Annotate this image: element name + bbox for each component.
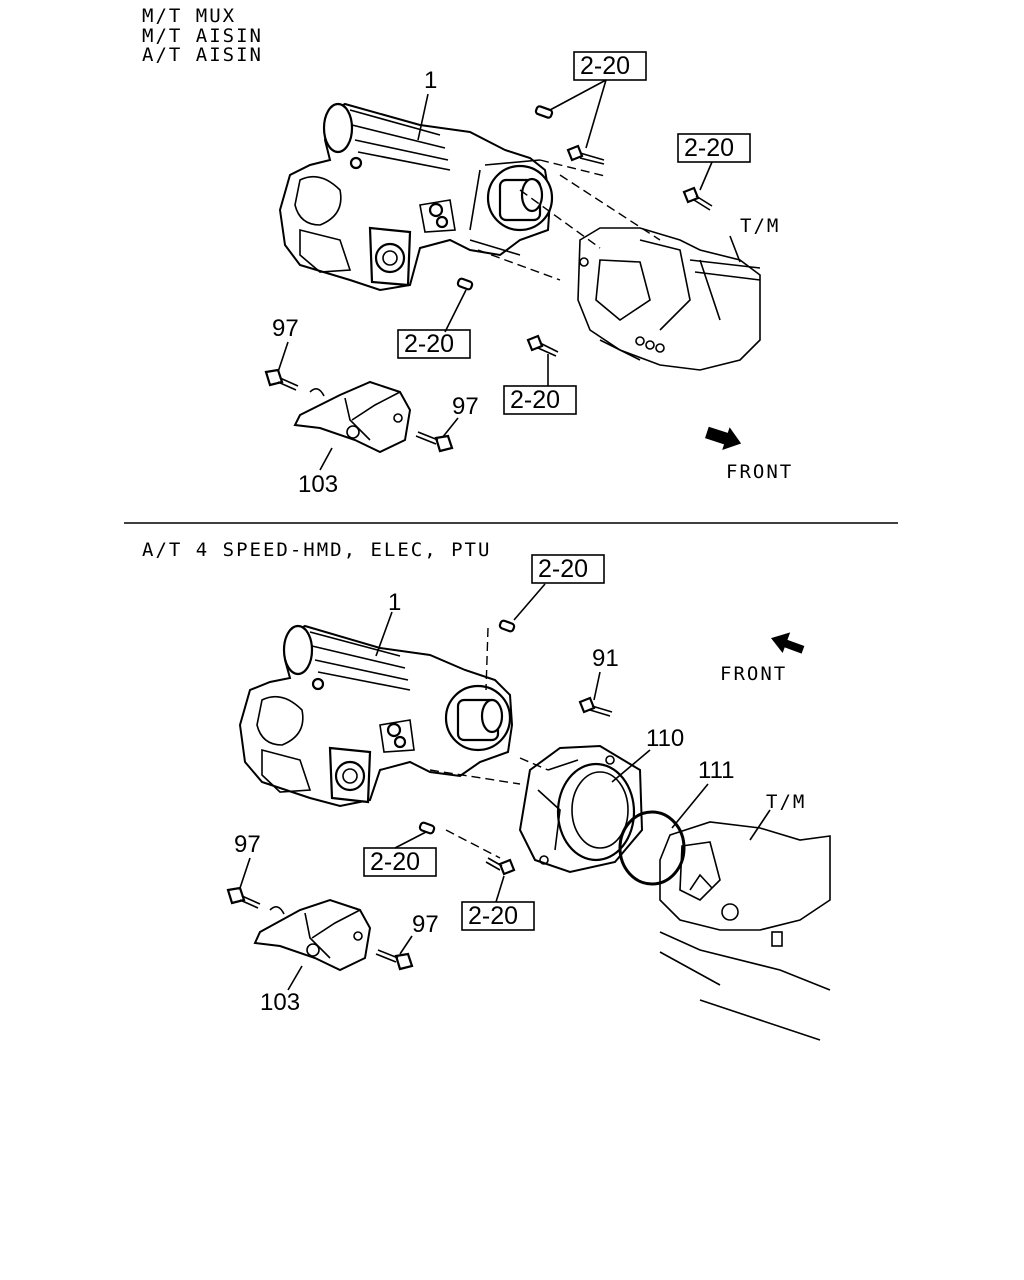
ref-label-c-top: 2-20 [404, 330, 454, 358]
transfer-case-drawing-top [278, 102, 554, 292]
callout-part-97-b-bottom: 97 [412, 911, 439, 938]
transmission-drawing-top [577, 227, 761, 371]
fasteners-bottom [418, 619, 613, 876]
front-label-top: FRONT [726, 461, 793, 483]
bolt-97-top-left [264, 368, 299, 391]
ref-box-a-bottom [531, 554, 605, 584]
ref-label-a-top: 2-20 [580, 52, 630, 80]
ref-label-d-top: 2-20 [510, 386, 560, 414]
callout-part-91: 91 [592, 645, 619, 672]
ref-label-c-bottom: 2-20 [468, 902, 518, 930]
bolt-97-top-right [415, 431, 454, 453]
ref-box-c-bottom [461, 901, 535, 931]
callout-part-103-bottom: 103 [260, 989, 300, 1016]
fasteners-top [456, 105, 713, 357]
bolt-97-bottom-left [226, 886, 261, 909]
top-header-line-3: A/T AISIN [142, 44, 263, 66]
tm-label-top: T/M [740, 215, 780, 237]
callout-part-97-a-top: 97 [272, 315, 299, 342]
bottom-section: A/T 4 SPEED-HMD, ELEC, PTU 2-20 [142, 539, 831, 1041]
ref-label-a-bottom: 2-20 [538, 555, 588, 583]
bottom-header: A/T 4 SPEED-HMD, ELEC, PTU [142, 539, 491, 561]
top-header-line-2: M/T AISIN [142, 25, 263, 47]
transmission-drawing-bottom [659, 821, 831, 1041]
top-section: M/T MUX M/T AISIN A/T AISIN [142, 5, 793, 498]
callout-part-1-bottom: 1 [388, 589, 401, 616]
front-arrow-icon-bottom [771, 632, 805, 654]
transfer-case-drawing-bottom [238, 624, 514, 808]
front-arrow-icon-top [705, 426, 742, 451]
bolt-97-bottom-right [375, 949, 414, 971]
callout-part-1-top: 1 [424, 67, 437, 94]
ref-box-d-top [503, 385, 577, 415]
callout-part-103-top: 103 [298, 471, 338, 498]
ref-label-b-top: 2-20 [684, 134, 734, 162]
callout-part-97-b-top: 97 [452, 393, 479, 420]
adapter-110-bottom [518, 744, 644, 874]
callout-part-110: 110 [646, 725, 684, 752]
tm-label-bottom: T/M [766, 791, 806, 813]
leader-lines-bottom [239, 583, 771, 991]
o-ring-111 [618, 810, 686, 886]
bracket-103-top [293, 380, 412, 454]
leader-lines-top [277, 79, 741, 471]
ref-label-b-bottom: 2-20 [370, 848, 420, 876]
ref-box-c-top [397, 329, 471, 359]
front-label-bottom: FRONT [720, 663, 787, 685]
callout-part-97-a-bottom: 97 [234, 831, 261, 858]
bracket-103-bottom [253, 898, 372, 972]
alignment-lines-bottom [429, 627, 549, 859]
ref-box-b-bottom [363, 847, 437, 877]
alignment-lines-top [477, 159, 661, 281]
ref-box-a-top [573, 51, 647, 81]
ref-box-b-top [677, 133, 751, 163]
top-header-line-1: M/T MUX [142, 5, 236, 27]
callout-part-111: 111 [698, 757, 734, 784]
